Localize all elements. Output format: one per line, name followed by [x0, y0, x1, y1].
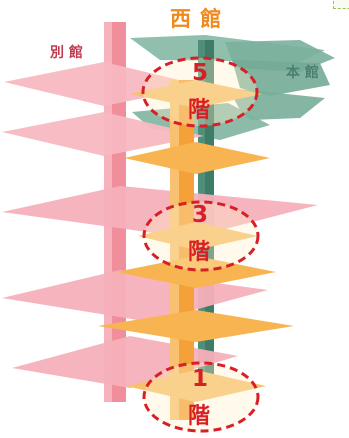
west-wing-floor: [98, 310, 294, 342]
floor-highlights: [141, 56, 260, 433]
main-building-label: 本 館: [286, 65, 319, 81]
floor-1-kanji: 階: [188, 404, 211, 429]
main-building-floor: [232, 60, 330, 96]
annex-label: 別 館: [50, 45, 83, 61]
floor-1-number: 1: [192, 366, 209, 392]
west-wing-label: 西 館: [170, 7, 223, 31]
floor-5-number: 5: [192, 60, 209, 86]
floor-5-kanji: 階: [188, 98, 211, 123]
floor-3-kanji: 階: [188, 240, 211, 265]
floor-3-highlight-ring: [142, 200, 260, 272]
west-wing-floor: [138, 222, 258, 250]
floor-1-highlight-ring: [142, 361, 260, 433]
annex-floor: [2, 112, 204, 156]
west-wing-structure: [98, 80, 294, 420]
floor-3-number: 3: [192, 202, 209, 228]
legend-box-edge: [333, 0, 349, 9]
west-wing-floor: [116, 256, 276, 288]
west-wing-floor: [126, 370, 266, 402]
west-wing-floor: [124, 142, 270, 174]
floor-5-highlight-ring: [141, 56, 259, 128]
west-wing-floor: [130, 80, 262, 108]
